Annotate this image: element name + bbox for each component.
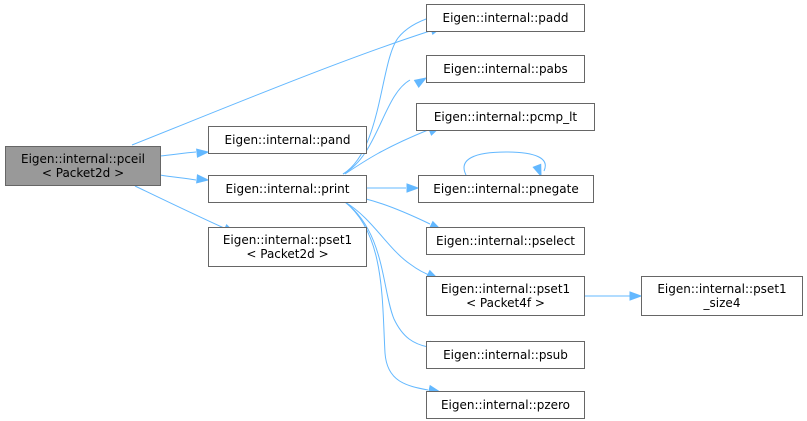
node-pset1-packet2d[interactable]: Eigen::internal::pset1< Packet2d > [208,227,367,267]
edge-line [342,79,411,175]
node-pset1-packet4f[interactable]: Eigen::internal::pset1< Packet4f > [426,276,585,316]
node-label: Eigen::internal::pabs [443,62,568,76]
node-pabs[interactable]: Eigen::internal::pabs [426,55,585,83]
node-label: Eigen::internal::pset1 [441,282,570,296]
node-box [426,55,585,83]
node-label: Eigen::internal::pzero [441,398,570,412]
node-label: Eigen::internal::psub [443,348,568,362]
arrowhead-icon [196,174,210,184]
node-label: < Packet2d > [42,166,124,180]
node-pcmp-lt[interactable]: Eigen::internal::pcmp_lt [416,103,595,131]
node-box [208,126,367,154]
edge-print-to-pselect [365,198,443,231]
arrowhead-icon [532,163,542,178]
arrowhead-icon [413,77,428,89]
edge-pset1_packet4f-to-pset1_size4 [584,291,643,301]
arrowhead-icon [196,148,210,158]
edge-print-to-psub [344,201,442,350]
edge-line [344,129,429,175]
node-label: _size4 [703,296,741,310]
node-label: Eigen::internal::pcmp_lt [434,110,578,124]
node-label: Eigen::internal::pset1 [657,282,786,296]
node-pand[interactable]: Eigen::internal::pand [208,126,367,154]
arrowhead-icon [406,183,420,193]
node-box [208,175,367,203]
node-label: Eigen::internal::pselect [436,234,575,248]
node-box [208,227,367,267]
edge-line [344,201,433,277]
edge-line [131,30,431,146]
node-box [418,175,594,203]
edge-line [159,151,197,157]
edge-line [134,185,225,229]
edge-pnegate-to-pnegate [463,151,546,178]
edge-line [463,151,546,176]
node-box [641,276,803,316]
node-pceil[interactable]: Eigen::internal::pceil< Packet2d > [5,146,161,186]
node-padd[interactable]: Eigen::internal::padd [426,4,585,32]
node-print[interactable]: Eigen::internal::print [208,175,367,203]
node-label: Eigen::internal::pnegate [433,182,578,196]
node-label: Eigen::internal::padd [443,11,569,25]
node-psub[interactable]: Eigen::internal::psub [426,341,585,369]
node-box [5,146,161,186]
node-box [426,276,585,316]
edge-print-to-pnegate [366,183,420,193]
node-pselect[interactable]: Eigen::internal::pselect [426,227,585,255]
node-pset1-size4[interactable]: Eigen::internal::pset1_size4 [641,276,803,316]
node-label: Eigen::internal::pset1 [223,233,352,247]
node-box [426,4,585,32]
edge-line [344,201,429,391]
node-box [426,391,585,419]
edge-line [159,174,197,181]
edge-pceil-to-print [159,174,210,184]
node-label: Eigen::internal::print [226,182,350,196]
node-label: < Packet2d > [246,247,328,261]
edge-pceil-to-pand [159,148,210,158]
edge-print-to-pabs [342,77,428,175]
node-label: < Packet4f > [466,296,545,310]
edge-line [365,198,431,225]
nodes-layer: Eigen::internal::pceil< Packet2d >Eigen:… [5,4,803,419]
node-box [416,103,595,131]
arrowhead-icon [629,291,643,301]
node-label: Eigen::internal::pceil [21,152,145,166]
node-box [426,341,585,369]
node-box [426,227,585,255]
node-pzero[interactable]: Eigen::internal::pzero [426,391,585,419]
node-label: Eigen::internal::pand [225,133,351,147]
edge-line [344,201,429,348]
node-pnegate[interactable]: Eigen::internal::pnegate [418,175,594,203]
